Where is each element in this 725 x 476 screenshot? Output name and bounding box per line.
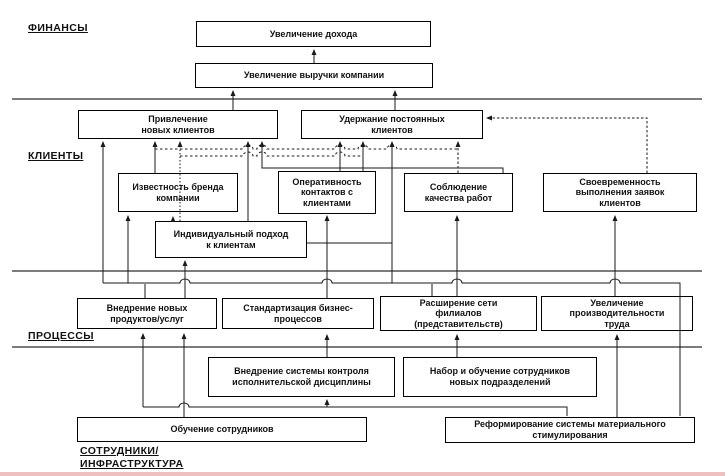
clients-bus-lower (180, 151, 363, 157)
section-label-finance: ФИНАНСЫ (28, 22, 88, 34)
node-attract: Привлечение новых клиентов (78, 110, 278, 139)
edge-timeliness-retain (486, 115, 648, 173)
node-retain: Удержание постоянных клиентов (301, 110, 483, 139)
section-label-staff: СОТРУДНИКИ/ ИНФРАСТРУКТУРА (80, 445, 184, 471)
node-productivity: Увеличение производительности труда (541, 296, 693, 331)
node-revenue: Увеличение выручки компании (195, 63, 433, 88)
node-brand: Известность бренда компании (118, 173, 238, 212)
node-timeliness: Своевременность выполнения заявок клиент… (543, 173, 697, 212)
node-individual: Индивидуальный подход к клиентам (155, 221, 307, 258)
node-income: Увеличение дохода (196, 21, 431, 47)
node-contact: Оперативность контактов с клиентами (278, 171, 376, 214)
section-label-clients: КЛИЕНТЫ (28, 150, 84, 162)
node-training: Обучение сотрудников (77, 417, 367, 442)
node-standardization: Стандартизация бизнес- процессов (222, 298, 374, 329)
staff-bus (143, 402, 568, 416)
section-label-processes: ПРОЦЕССЫ (28, 330, 94, 342)
node-control: Внедрение системы контроля исполнительск… (208, 357, 395, 397)
node-branches: Расширение сети филиалов (представительс… (380, 296, 537, 331)
node-new-products: Внедрение новых продуктов/услуг (77, 298, 217, 329)
edge-quality-attract (259, 141, 504, 173)
clients-bus-upper (155, 144, 458, 150)
node-quality: Соблюдение качества работ (404, 173, 513, 212)
node-incentives: Реформирование системы материального сти… (445, 417, 695, 443)
bottom-accent-strip (0, 472, 725, 476)
node-recruitment: Набор и обучение сотрудников новых подра… (403, 357, 597, 397)
